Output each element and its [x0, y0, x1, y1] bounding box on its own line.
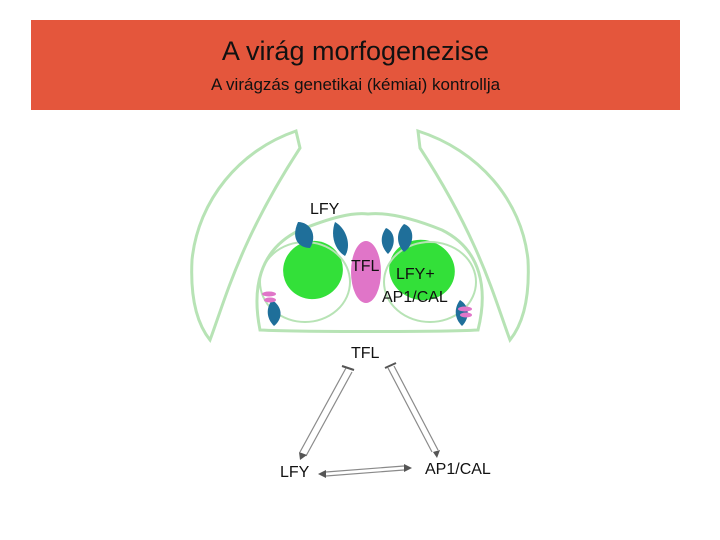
label-tfl-network: TFL — [351, 345, 379, 363]
label-ap1-cal-network: AP1/CAL — [425, 461, 491, 479]
label-lfy-plus: LFY+ — [396, 266, 435, 284]
label-tfl-meristem: TFL — [351, 258, 379, 276]
tfl-ap1-arrowhead — [433, 450, 440, 458]
tfl-ap1-link-a — [388, 368, 432, 452]
lfy-ap1-arrowhead-right — [404, 464, 412, 472]
lfy-domain-right-inner — [382, 228, 394, 254]
tfl-lfy-link-a — [300, 368, 346, 452]
lfy-domain-lower-left — [268, 300, 281, 326]
pink-mark-left-2 — [264, 298, 276, 303]
pink-mark-right-2 — [460, 313, 472, 318]
tfl-lfy-link-b — [306, 372, 352, 456]
left-sepal-crescent — [192, 131, 300, 340]
label-lfy-top: LFY — [310, 201, 339, 219]
tfl-ap1-link-b — [394, 366, 438, 450]
lfy-ap1-arrowhead-left — [318, 470, 326, 478]
tfl-lfy-arrowhead — [299, 452, 307, 460]
right-sepal-crescent — [418, 131, 528, 340]
pink-mark-right-1 — [458, 307, 472, 312]
pink-mark-left-1 — [262, 292, 276, 297]
label-ap1-cal-meristem: AP1/CAL — [382, 289, 448, 307]
tfl-lfy-bar — [342, 366, 354, 370]
label-lfy-network: LFY — [280, 464, 309, 482]
